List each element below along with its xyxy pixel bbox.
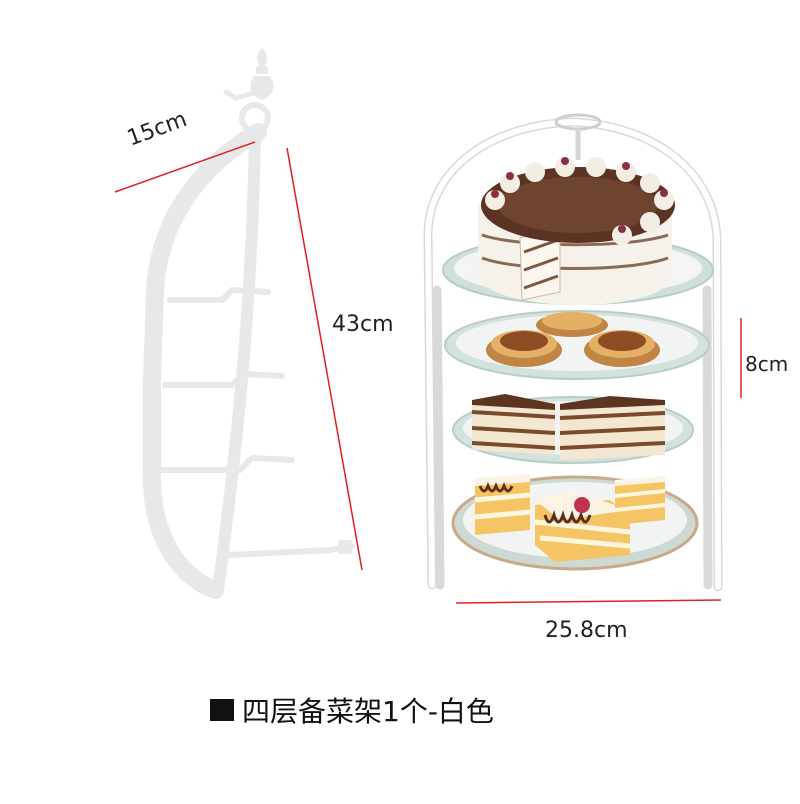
side-view-silhouette [142, 48, 355, 599]
sponge-slice-left [474, 474, 531, 535]
tart-left [486, 330, 562, 367]
tier-2 [444, 310, 710, 380]
tier-gap-label: 8cm [745, 352, 789, 376]
diameter-dimension-line [455, 599, 722, 604]
tiramisu-left [471, 394, 556, 455]
tart-back [536, 312, 608, 337]
dimension-lines [114, 141, 742, 604]
tart-right [584, 330, 660, 367]
height-dimension-line [286, 147, 363, 571]
diameter-label: 25.8cm [545, 618, 628, 643]
tier-1 [442, 157, 714, 305]
height-label: 43cm [332, 312, 394, 337]
tiramisu-right [559, 396, 666, 460]
cake-stand [423, 113, 723, 592]
caption-text: 四层备菜架1个-白色 [242, 695, 494, 728]
tier-4 [451, 474, 699, 571]
sponge-slice-front [534, 490, 631, 562]
tier-3 [452, 394, 694, 464]
sponge-slice-right [614, 476, 666, 525]
product-caption: 四层备菜架1个-白色 [210, 690, 494, 730]
caption-bullet [210, 699, 234, 721]
width-dimension-line [114, 141, 256, 193]
